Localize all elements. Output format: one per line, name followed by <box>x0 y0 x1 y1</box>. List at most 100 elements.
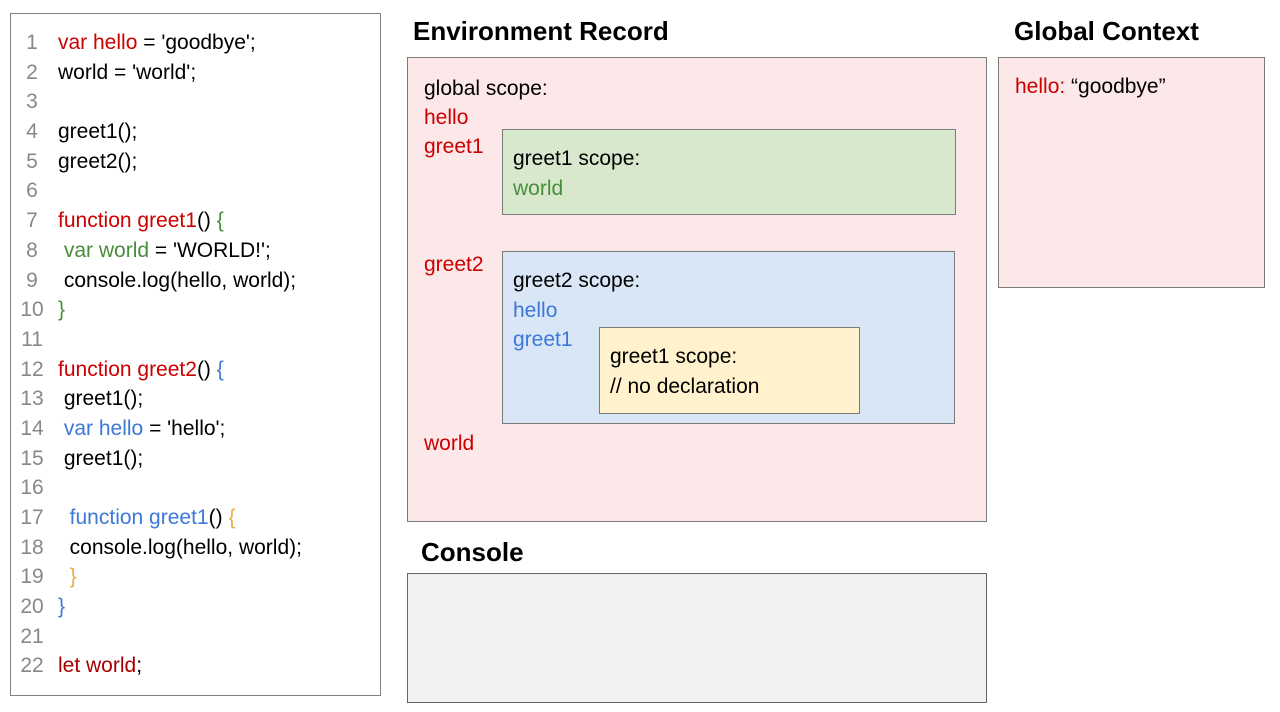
code-segment: { <box>228 506 236 529</box>
env-label-greet1: greet1 <box>424 135 484 158</box>
code-text: greet1(); <box>58 444 143 474</box>
code-line: 10} <box>11 295 380 325</box>
greet1-scope-box: greet1 scope: world <box>502 129 956 215</box>
code-line: 16 <box>11 473 380 503</box>
code-segment: () <box>196 209 217 233</box>
code-text: var world = 'WORLD!'; <box>58 236 271 266</box>
code-segment: greet2(); <box>58 149 138 173</box>
code-segment: greet1(); <box>58 446 144 470</box>
code-text: greet2(); <box>58 147 137 177</box>
line-number: 8 <box>26 238 38 262</box>
line-number: 2 <box>26 60 38 84</box>
code-line: 20} <box>11 592 380 622</box>
code-text: world = 'world'; <box>58 58 196 88</box>
line-number: 12 <box>20 357 44 381</box>
code-segment: } <box>58 595 66 619</box>
scope-line: greet1 scope: <box>513 147 641 170</box>
env-label-greet2: greet2 <box>424 253 484 276</box>
code-segment: let world <box>58 654 137 678</box>
code-line: 5 greet2(); <box>11 147 380 177</box>
code-text: greet1(); <box>58 384 143 414</box>
code-line: 15 greet1(); <box>11 444 380 474</box>
code-text: console.log(hello, world); <box>58 533 302 563</box>
inner-greet1-scope-box: greet1 scope: // no declaration <box>599 327 860 414</box>
code-text: greet1(); <box>58 117 137 147</box>
code-segment: var world <box>63 238 150 262</box>
line-number: 11 <box>21 327 43 351</box>
line-number: 18 <box>20 535 44 559</box>
code-segment: { <box>216 209 224 233</box>
code-segment: console.log(hello, world); <box>58 268 297 292</box>
greet1-scope-lines: greet1 scope: world <box>503 130 955 203</box>
code-segment: = 'WORLD!'; <box>149 238 271 262</box>
code-segment: () <box>196 357 217 381</box>
code-segment: console.log(hello, world); <box>58 535 302 559</box>
global-scope-box: global scope: hello greet1 greet2 world … <box>407 57 987 522</box>
console-output-box <box>407 573 987 703</box>
code-text: var hello = 'goodbye'; <box>58 28 256 58</box>
code-line: 7 function greet1() { <box>11 206 380 236</box>
scope-line: greet1 <box>513 328 573 351</box>
code-text: function greet1() { <box>58 206 224 236</box>
environment-record-title: Environment Record <box>413 16 669 46</box>
code-line: 19 } <box>11 562 380 592</box>
console-title: Console <box>421 537 524 567</box>
code-segment: var hello <box>58 31 138 54</box>
entry-segment: “goodbye” <box>1065 75 1166 98</box>
scope-line: greet1 scope: <box>610 345 738 368</box>
code-line: 9 console.log(hello, world); <box>11 266 380 296</box>
code-segment: function greet2 <box>58 357 197 381</box>
line-number: 16 <box>20 476 44 500</box>
line-number: 17 <box>20 506 44 529</box>
code-line: 4 greet1(); <box>11 117 380 147</box>
code-line: 14 var hello = 'hello'; <box>11 414 380 444</box>
line-number: 19 <box>20 565 44 589</box>
code-line: 2 world = 'world'; <box>11 58 380 88</box>
code-text: console.log(hello, world); <box>58 266 296 296</box>
line-number: 4 <box>26 120 38 144</box>
line-number: 10 <box>20 298 44 322</box>
line-number: 5 <box>26 149 38 173</box>
code-segment <box>58 506 70 529</box>
scope-line: greet2 scope: <box>513 269 641 292</box>
code-text: function greet2() { <box>58 355 224 385</box>
code-segment: greet1(); <box>58 120 138 144</box>
code-text: var hello = 'hello'; <box>58 414 226 444</box>
code-line: 6 <box>11 176 380 206</box>
global-context-box: hello: “goodbye” <box>998 57 1265 288</box>
global-context-entry: hello: “goodbye” <box>999 58 1264 102</box>
global-context-title: Global Context <box>1014 16 1199 46</box>
code-segment <box>58 565 70 588</box>
code-line: 18 console.log(hello, world); <box>11 533 380 563</box>
line-number: 7 <box>26 209 38 233</box>
line-number: 3 <box>26 90 38 114</box>
line-number: 22 <box>20 654 44 678</box>
code-editor-panel: 1 var hello = 'goodbye'; 2 world = 'world';… <box>10 13 381 696</box>
code-segment: { <box>216 357 224 381</box>
code-text: } <box>58 295 65 325</box>
code-segment: function greet1 <box>69 506 209 529</box>
env-label-hello: hello <box>424 106 469 129</box>
line-number: 15 <box>20 446 44 470</box>
code-segment: world = 'world'; <box>58 60 197 84</box>
code-segment: greet1(); <box>58 387 144 411</box>
line-number: 9 <box>26 268 38 292</box>
code-line: 21 <box>11 622 380 652</box>
line-number: 1 <box>26 31 38 54</box>
env-label-global-scope: global scope: <box>424 77 548 100</box>
scope-line: // no declaration <box>610 374 760 398</box>
code-text: } <box>58 562 77 592</box>
line-number: 6 <box>26 179 38 203</box>
code-segment: () <box>208 506 229 529</box>
line-number: 13 <box>20 387 44 411</box>
scope-line: world <box>513 176 564 200</box>
code-text: function greet1() { <box>58 503 236 533</box>
code-segment: var hello <box>63 416 144 440</box>
code-segment: = 'goodbye'; <box>137 31 256 54</box>
inner-greet1-scope-lines: greet1 scope: // no declaration <box>600 328 859 401</box>
line-number: 21 <box>20 624 44 648</box>
code-line: 17 function greet1() { <box>11 503 380 533</box>
